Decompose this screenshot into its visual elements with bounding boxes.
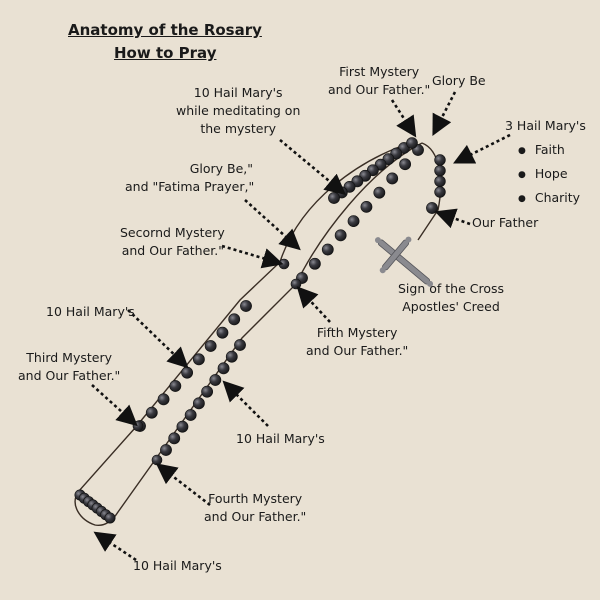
hail-mary-bead [184, 409, 197, 421]
hail-mary-bead [176, 420, 189, 433]
label-ten-meditating: 10 Hail Mary's while meditating on the m… [176, 85, 301, 136]
crucifix-icon [374, 236, 434, 287]
hail-mary-bead [234, 339, 246, 351]
arrow-our-father [434, 208, 471, 229]
label-second-mystery: Secornd Mystery and Our Father." [120, 225, 225, 258]
virtue-charity: Charity [518, 187, 580, 211]
hail-mary-bead [192, 353, 205, 366]
pendant-bead [434, 164, 446, 177]
arrow-glory-be-top [432, 91, 457, 136]
virtue-faith: Faith [518, 139, 580, 163]
hail-mary-bead [240, 300, 252, 312]
arrow-first-mystery [390, 99, 417, 138]
arrow-ten-bottom [93, 531, 137, 562]
label-ten-mid: 10 Hail Mary's [236, 431, 325, 446]
label-ten-left: 10 Hail Mary's [46, 304, 135, 319]
hail-mary-bead [399, 158, 412, 171]
hail-mary-bead [328, 192, 340, 204]
hail-mary-bead [104, 512, 116, 524]
hail-mary-bead [217, 362, 230, 375]
label-ten-bottom: 10 Hail Mary's [133, 558, 222, 573]
hail-mary-bead [321, 243, 334, 256]
pendant-bead [434, 186, 446, 198]
our-father-bead [406, 137, 418, 149]
hail-mary-bead [386, 172, 399, 185]
virtue-hope: Hope [518, 163, 580, 187]
hail-mary-bead [216, 326, 229, 339]
virtues-list: Faith Hope Charity [518, 139, 580, 211]
pendant-bead [434, 175, 446, 188]
label-three-hail-marys: 3 Hail Mary's [505, 118, 586, 133]
hail-mary-bead [160, 444, 172, 456]
our-father-bead [132, 420, 144, 432]
label-sign-of-cross: Sign of the Cross Apostles' Creed [398, 281, 505, 314]
hail-mary-bead [360, 200, 373, 213]
hail-mary-bead [201, 385, 214, 398]
our-father-bead [278, 258, 290, 270]
arrow-fifth-mystery [296, 286, 331, 323]
hail-mary-bead [373, 186, 386, 199]
title-line-1: Anatomy of the Rosary [68, 21, 262, 39]
arrow-ten-left [127, 309, 189, 369]
arrow-third-mystery [91, 384, 138, 427]
label-fourth-mystery: Fourth Mystery and Our Father." [204, 491, 307, 524]
label-glory-be-top: Glory Be [432, 73, 486, 88]
hail-mary-bead [347, 215, 360, 228]
label-our-father: Our Father [472, 215, 539, 230]
our-father-bead [290, 278, 302, 290]
hail-mary-bead [145, 406, 158, 419]
our-father-bead [151, 454, 163, 466]
arrow-ten-meditating [279, 139, 346, 195]
hail-mary-bead [308, 257, 321, 270]
hail-mary-bead [169, 380, 182, 392]
hail-mary-bead [225, 350, 238, 363]
hail-mary-bead [181, 366, 194, 379]
label-first-mystery: First Mystery and Our Father." [328, 64, 431, 97]
hail-mary-bead [228, 313, 241, 326]
pendant-bead [434, 154, 446, 166]
arrow-glory-be-fatima [244, 199, 301, 251]
hail-mary-bead [334, 229, 347, 242]
label-third-mystery: Third Mystery and Our Father." [18, 350, 121, 383]
hail-mary-bead [168, 432, 181, 445]
rosary-cord-outer [74, 142, 423, 527]
pendant-our-father-bead [426, 202, 438, 214]
hail-mary-bead [192, 397, 205, 410]
hail-mary-bead [157, 393, 170, 406]
label-fifth-mystery: Fifth Mystery and Our Father." [306, 325, 409, 358]
pointer-arrows [91, 91, 511, 562]
label-glory-be-fatima: Glory Be," and "Fatima Prayer," [125, 161, 255, 194]
hail-mary-bead [204, 340, 217, 352]
title-line-2: How to Pray [114, 44, 217, 62]
hail-mary-bead [209, 374, 222, 386]
arrow-fourth-mystery [155, 463, 211, 507]
